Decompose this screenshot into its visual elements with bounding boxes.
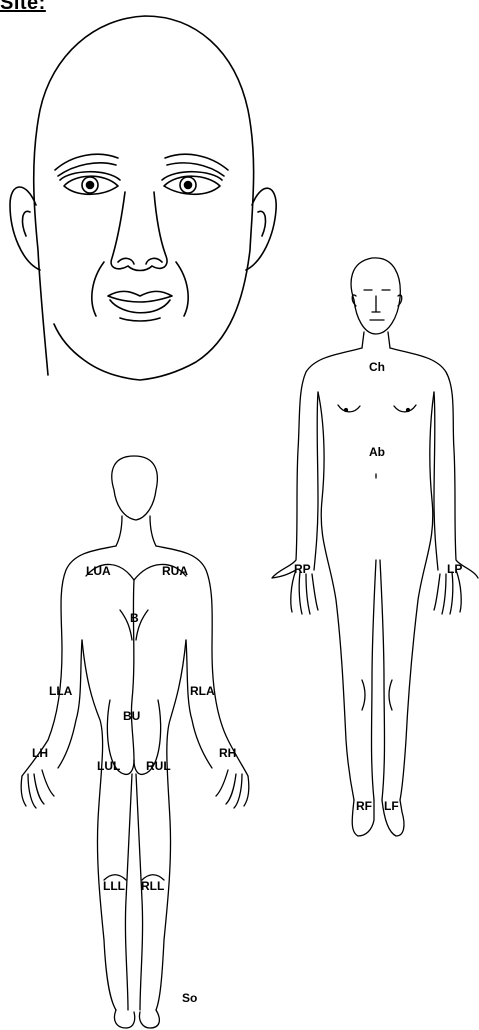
label-left-hand: LH xyxy=(32,747,48,759)
label-right-hand: RH xyxy=(219,747,236,759)
label-right-foot: RF xyxy=(356,800,372,812)
label-right-upper-leg: RUL xyxy=(146,760,171,772)
label-chest: Ch xyxy=(369,361,385,373)
label-left-upper-arm: LUA xyxy=(86,565,111,577)
label-sole: So xyxy=(182,992,197,1004)
back-body-outline xyxy=(22,546,116,776)
label-right-palm: RP xyxy=(294,563,311,575)
label-buttocks: BU xyxy=(123,710,140,722)
label-back: B xyxy=(130,612,139,624)
label-abdomen: Ab xyxy=(369,446,385,458)
label-left-foot: LF xyxy=(384,800,399,812)
label-left-lower-arm: LLA xyxy=(49,685,72,697)
label-left-palm: LP xyxy=(447,563,462,575)
label-right-upper-arm: RUA xyxy=(162,565,188,577)
label-right-lower-leg: RLL xyxy=(141,880,164,892)
label-right-lower-arm: RLA xyxy=(190,685,215,697)
back-head xyxy=(112,456,158,520)
label-left-upper-leg: LUL xyxy=(97,760,120,772)
label-left-lower-leg: LLL xyxy=(103,880,125,892)
